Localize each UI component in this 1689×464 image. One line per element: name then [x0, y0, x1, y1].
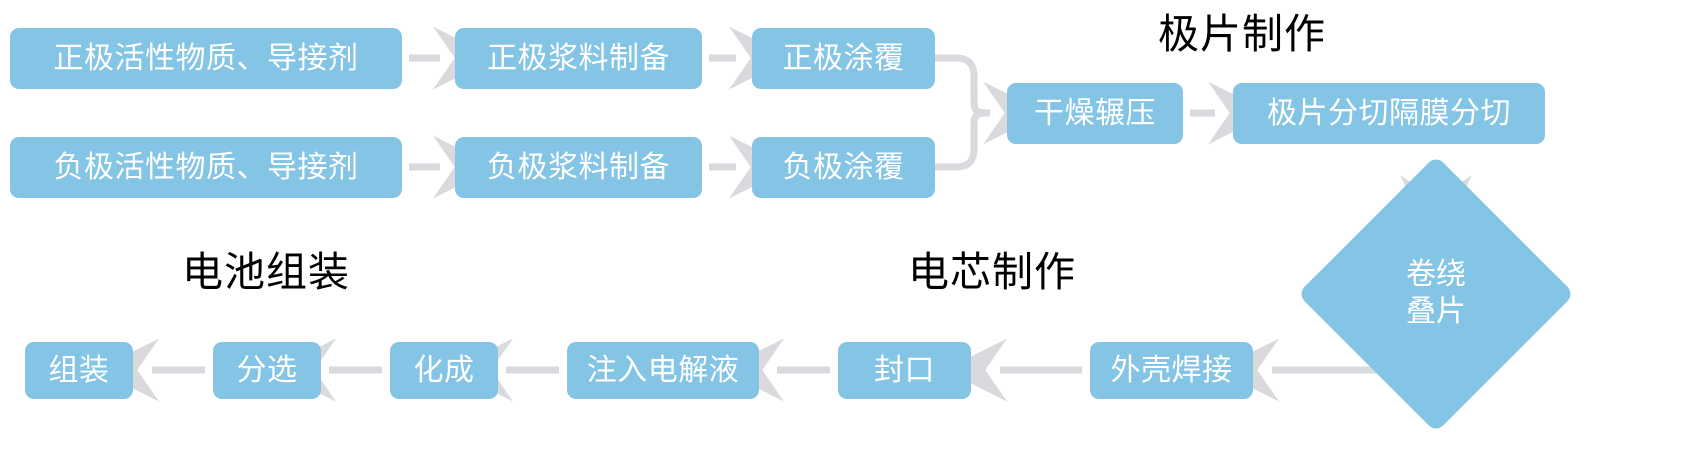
node-shell-welding[interactable]: 外壳焊接 — [1090, 342, 1253, 399]
node-cathode-slurry[interactable]: 正极浆料制备 — [455, 28, 702, 89]
node-anode-coating[interactable]: 负极涂覆 — [752, 137, 935, 198]
node-formation[interactable]: 化成 — [390, 342, 498, 399]
section-title-electrode-sheet: 极片制作 — [1158, 11, 1326, 57]
node-cathode-material[interactable]: 正极活性物质、导接剂 — [10, 28, 402, 89]
node-drying-rolling[interactable]: 干燥辗压 — [1007, 83, 1183, 144]
node-sealing[interactable]: 封口 — [838, 342, 971, 399]
node-sorting[interactable]: 分选 — [213, 342, 321, 399]
brace-coating-merge — [932, 54, 988, 171]
node-electrolyte-injection[interactable]: 注入电解液 — [567, 342, 759, 399]
winding-label-line1: 卷绕 — [1406, 258, 1466, 292]
node-anode-slurry[interactable]: 负极浆料制备 — [455, 137, 702, 198]
winding-label-line2: 叠片 — [1406, 295, 1466, 328]
section-title-cell-fabrication: 电芯制作 — [908, 249, 1076, 295]
node-slitting[interactable]: 极片分切隔膜分切 — [1233, 83, 1545, 144]
section-title-battery-assembly: 电池组装 — [182, 249, 350, 295]
node-winding-stacking[interactable]: 卷绕 叠片 — [1297, 155, 1575, 433]
diamond-label: 卷绕 叠片 — [1338, 196, 1534, 392]
node-cathode-coating[interactable]: 正极涂覆 — [752, 28, 935, 89]
node-anode-material[interactable]: 负极活性物质、导接剂 — [10, 137, 402, 198]
node-assembly[interactable]: 组装 — [25, 342, 133, 399]
